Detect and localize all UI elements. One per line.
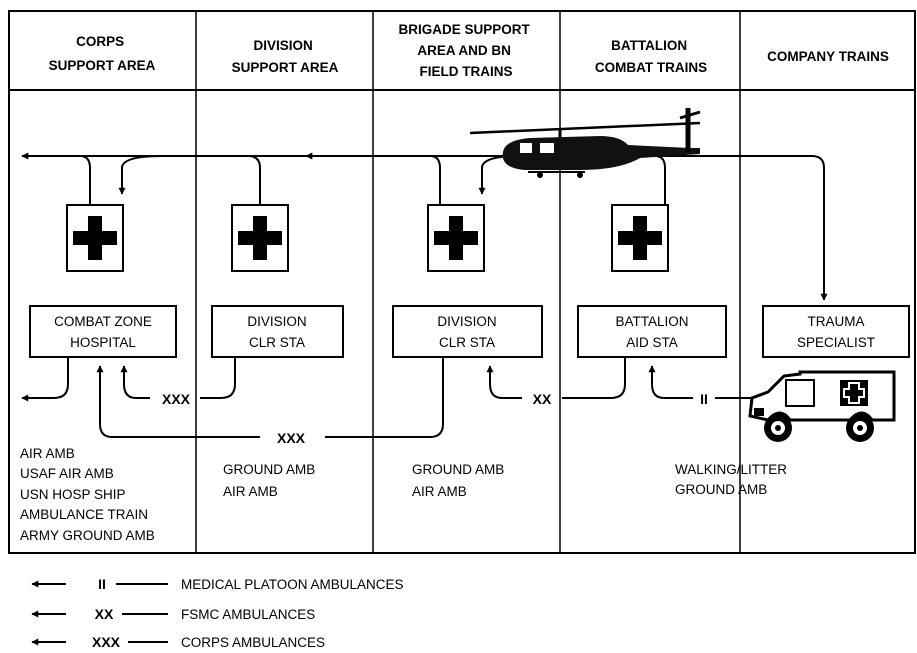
legend-item: XXX CORPS AMBULANCES [31, 634, 325, 650]
transport-list-brigade: GROUND AMB AIR AMB [412, 462, 508, 499]
svg-text:MEDICAL PLATOON AMBULANCES: MEDICAL PLATOON AMBULANCES [181, 577, 404, 592]
air-link [79, 155, 91, 204]
ground-evac-xx [490, 358, 626, 399]
header-corps: CORPS SUPPORT AREA [49, 34, 156, 73]
medical-cross-icon [66, 204, 124, 272]
ii-label: II [700, 391, 708, 407]
header-battalion: BATTALION COMBAT TRAINS [595, 38, 707, 75]
air-link [700, 155, 828, 301]
legend-item: XX FSMC AMBULANCES [31, 606, 315, 622]
medical-cross-icon [231, 204, 289, 272]
medical-cross-icon [427, 204, 485, 272]
header-brigade: BRIGADE SUPPORT AREA AND BN FIELD TRAINS [398, 22, 533, 79]
legend: II MEDICAL PLATOON AMBULANCES XX FSMC AM… [31, 576, 404, 650]
ground-evac-xxx-lower [100, 358, 444, 438]
diagram-frame [8, 10, 916, 554]
svg-text:CORPS AMBULANCES: CORPS AMBULANCES [181, 635, 325, 650]
transport-list-corps: AIR AMB USAF AIR AMB USN HOSP SHIP AMBUL… [20, 446, 155, 543]
svg-text:II: II [98, 576, 106, 592]
svg-text:XX: XX [95, 606, 114, 622]
header-division: DIVISION SUPPORT AREA [232, 38, 339, 75]
transport-list-division: GROUND AMB AIR AMB [223, 462, 319, 499]
air-link [654, 155, 666, 204]
xx-label: XX [533, 391, 552, 407]
air-link [247, 155, 261, 204]
ground-evac-xxx-upper [124, 358, 236, 399]
legend-item: II MEDICAL PLATOON AMBULANCES [31, 576, 404, 592]
xxx-label-lower: XXX [277, 430, 306, 446]
medical-cross-icon [611, 204, 669, 272]
transport-list-battalion: WALKING/LITTER GROUND AMB [675, 462, 791, 497]
svg-text:XXX: XXX [92, 634, 121, 650]
svg-text:FSMC AMBULANCES: FSMC AMBULANCES [181, 607, 315, 622]
header-company: COMPANY TRAINS [767, 49, 889, 64]
xxx-label-upper: XXX [162, 391, 191, 407]
ground-ambulance-icon [748, 370, 896, 442]
ground-evac-outbound [21, 358, 69, 402]
air-link [118, 155, 163, 195]
air-link [429, 155, 441, 204]
helicopter-icon [469, 108, 701, 178]
